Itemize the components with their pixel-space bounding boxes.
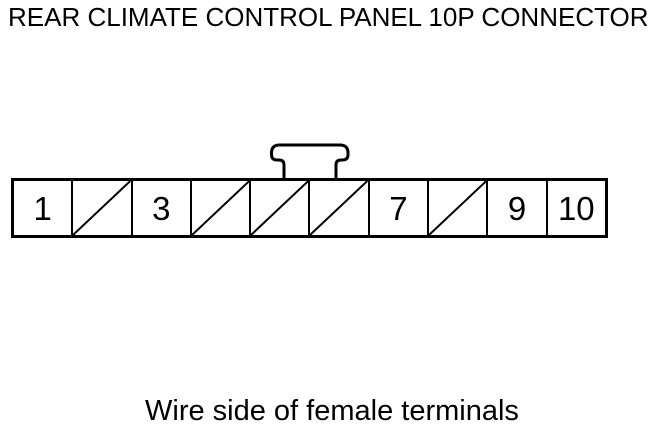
terminal-number: 1 [33,189,52,227]
blocked-slash-icon [251,181,308,235]
diagram-caption: Wire side of female terminals [145,395,519,427]
terminal-cell-1: 1 [14,181,74,235]
lock-tab-icon [270,143,350,178]
terminal-cell-7: 7 [370,181,430,235]
blocked-slash-icon [73,181,130,235]
terminal-cell-3: 3 [133,181,192,235]
terminal-number: 3 [152,189,171,227]
terminal-cell-9: 9 [488,181,548,235]
terminal-cell-8-blocked [429,181,489,235]
terminal-number: 9 [507,189,527,227]
terminal-cell-5-blocked [251,181,311,235]
terminal-number: 7 [389,189,408,227]
terminal-cell-2-blocked [73,181,133,235]
terminal-number: 10 [557,189,595,227]
blocked-slash-icon [310,181,367,235]
terminal-cell-6-blocked [310,181,370,235]
blocked-slash-icon [429,181,486,235]
terminal-cell-10: 10 [548,181,605,235]
blocked-slash-icon [192,181,249,235]
terminal-cell-4-blocked [192,181,252,235]
connector-body: 1 3 [11,178,608,238]
diagram-title: REAR CLIMATE CONTROL PANEL 10P CONNECTOR [8,2,649,32]
